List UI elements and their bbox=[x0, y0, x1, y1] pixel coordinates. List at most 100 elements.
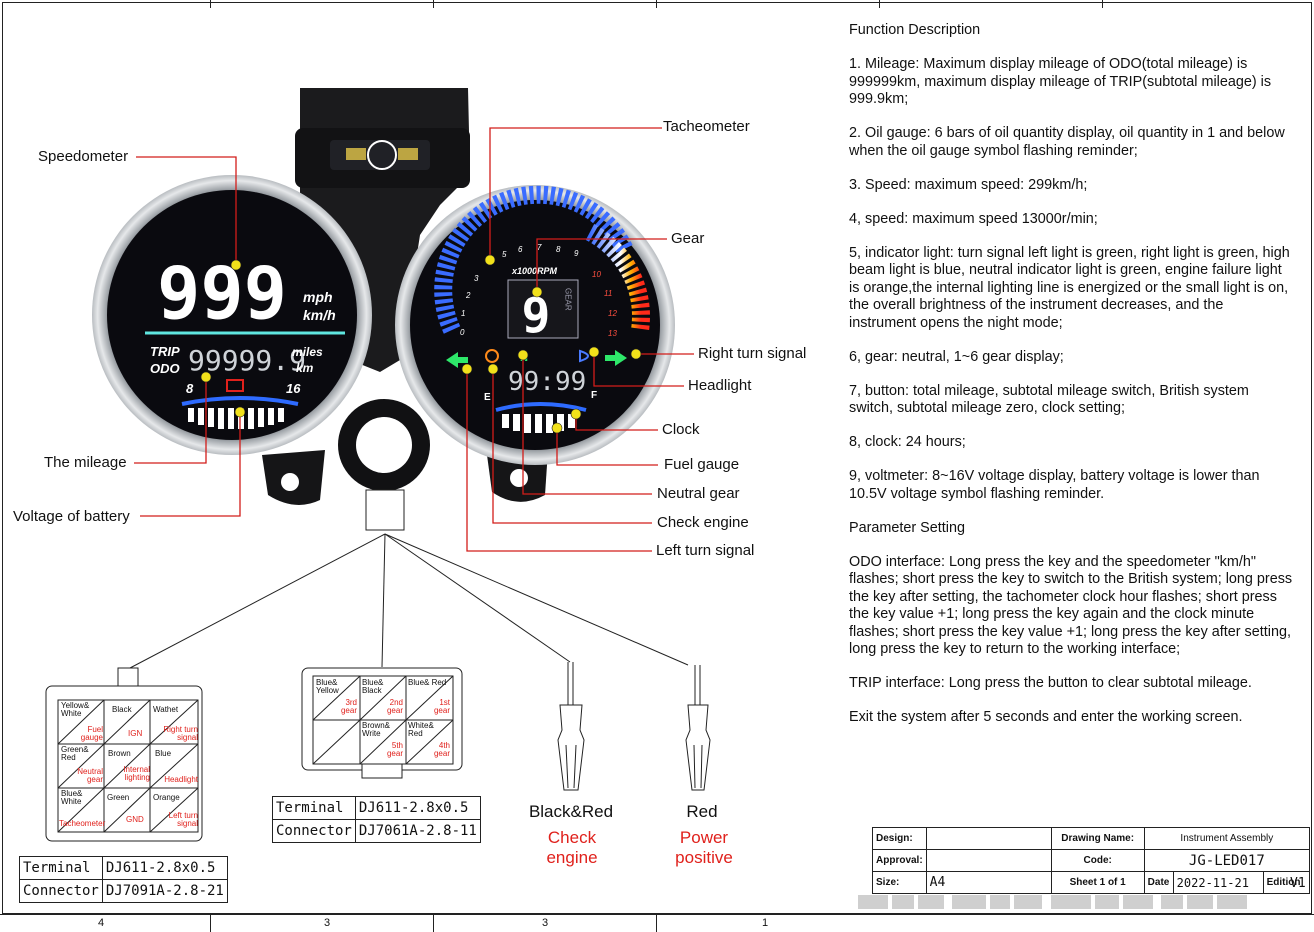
volt-min: 8 bbox=[186, 381, 194, 396]
pin-function: Tacheometer bbox=[59, 819, 106, 828]
svg-text:13: 13 bbox=[608, 329, 617, 338]
svg-text:1: 1 bbox=[461, 309, 465, 318]
ruler-number: 4 bbox=[98, 917, 105, 929]
desc-item: 7, button: total mileage, subtotal milea… bbox=[849, 382, 1249, 417]
label-speedometer: Speedometer bbox=[38, 148, 129, 165]
right-turn-icon bbox=[615, 350, 627, 366]
bottom-ruler bbox=[0, 914, 1314, 932]
desc-item: 3. Speed: maximum speed: 299km/h; bbox=[849, 176, 1088, 193]
param-item: TRIP interface: Long press the button to… bbox=[849, 675, 1252, 691]
ruler-tick bbox=[433, 0, 434, 8]
svg-text:6: 6 bbox=[518, 245, 523, 254]
callout-dots bbox=[200, 254, 642, 434]
harness-wires bbox=[129, 533, 689, 669]
label-left-turn: Left turn signal bbox=[656, 542, 755, 559]
ruler-tick bbox=[656, 0, 657, 8]
high-beam-icon bbox=[579, 349, 589, 363]
pin-label: Blue bbox=[155, 749, 172, 758]
pin-label: Black bbox=[112, 705, 132, 714]
param-item: ODO interface: Long press the key and th… bbox=[849, 553, 1293, 658]
svg-text:2: 2 bbox=[465, 291, 471, 300]
pin-function: 3rd gear bbox=[340, 698, 357, 715]
harness-box bbox=[365, 489, 405, 531]
svg-text:5: 5 bbox=[502, 250, 507, 259]
pin-function: 2nd gear bbox=[386, 698, 403, 715]
odo-label: ODO bbox=[150, 361, 180, 376]
pin-function: Headlight bbox=[164, 775, 198, 784]
rpm-label: x1000RPM bbox=[511, 266, 558, 276]
volt-max: 16 bbox=[286, 381, 301, 396]
param-heading: Parameter Setting bbox=[849, 519, 965, 536]
pin-label: Green bbox=[107, 793, 130, 802]
mileage-digits: 99999.9 bbox=[188, 344, 306, 377]
pin-label: Blue& White bbox=[61, 789, 83, 806]
svg-text:9: 9 bbox=[574, 249, 579, 258]
fuel-empty: E bbox=[484, 392, 491, 403]
unit-miles: miles bbox=[292, 345, 323, 359]
rpm-arc-blue bbox=[434, 185, 634, 334]
desc-item: 2. Oil gauge: 6 bars of oil quantity dis… bbox=[849, 125, 1285, 159]
plug-red bbox=[685, 665, 711, 791]
logo-icon bbox=[367, 140, 397, 170]
label-headlight: Headlight bbox=[688, 377, 752, 394]
svg-text:0: 0 bbox=[460, 328, 465, 337]
pin-function: GND bbox=[126, 815, 144, 824]
svg-text:7: 7 bbox=[537, 243, 542, 252]
pin-function: Fuel gauge bbox=[80, 725, 103, 742]
fuel-arc bbox=[495, 402, 587, 412]
fuel-full: F bbox=[591, 390, 597, 401]
svg-text:3: 3 bbox=[474, 274, 479, 283]
unit-km: km bbox=[296, 361, 314, 375]
pin-label: Brown bbox=[108, 749, 131, 758]
pin-function: Internal lighting bbox=[123, 765, 150, 782]
blurred-strip bbox=[858, 895, 1314, 915]
label-right-turn: Right turn signal bbox=[698, 345, 807, 362]
pin-label: Blue& Black bbox=[362, 678, 384, 695]
label-voltage: Voltage of battery bbox=[13, 508, 130, 525]
ruler-number: 3 bbox=[542, 917, 549, 929]
plug-function-power: Power positive bbox=[675, 828, 733, 867]
desc-item: 1. Mileage: Maximum display mileage of O… bbox=[849, 56, 1272, 107]
pin-function: Neutral gear bbox=[77, 767, 103, 784]
pin-label: Orange bbox=[153, 793, 180, 802]
battery-icon bbox=[226, 379, 244, 392]
pin-label: Yellow& White bbox=[61, 701, 90, 718]
gear-word: GEAR bbox=[564, 288, 573, 311]
unit-mph: mph bbox=[303, 289, 333, 305]
title-block: Design: Drawing Name: Instrument Assembl… bbox=[872, 827, 1311, 894]
rpm-scale: 0 1 2 3 4 5 6 7 8 9 10 11 12 13 bbox=[460, 243, 617, 338]
label-neutral: Neutral gear bbox=[657, 485, 740, 502]
label-gear: Gear bbox=[671, 230, 705, 247]
check-engine-icon bbox=[485, 349, 499, 363]
ruler-tick bbox=[1102, 0, 1103, 8]
pin-label: Blue& Yellow bbox=[316, 678, 339, 695]
gear-window bbox=[507, 279, 579, 339]
ruler-number: 1 bbox=[762, 917, 769, 929]
desc-item: 9, voltmeter: 8~16V voltage display, bat… bbox=[849, 468, 1260, 502]
pin-label: Blue& Red bbox=[408, 678, 447, 687]
ruler-number: 3 bbox=[324, 917, 331, 929]
desc-item: 4, speed: maximum speed 13000r/min; bbox=[849, 210, 1098, 227]
label-tacheometer: Tacheometer bbox=[663, 118, 750, 135]
svg-text:12: 12 bbox=[608, 309, 617, 318]
pin-function: Right turn signal bbox=[163, 725, 198, 742]
pin-function: 4th gear bbox=[433, 741, 450, 758]
desc-item: 6, gear: neutral, 1~6 gear display; bbox=[849, 348, 1064, 365]
ruler-tick bbox=[879, 0, 880, 8]
desc-item: 8, clock: 24 hours; bbox=[849, 434, 966, 450]
label-mileage: The mileage bbox=[44, 454, 127, 471]
pin-function: 1st gear bbox=[433, 698, 450, 715]
pin-label: Brown& Write bbox=[362, 721, 391, 738]
volt-arc bbox=[181, 396, 299, 406]
svg-text:11: 11 bbox=[604, 289, 612, 298]
edition-value: V1 bbox=[1290, 876, 1306, 891]
label-clock: Clock bbox=[662, 421, 700, 438]
instrument-diagram: 999 mph km/h TRIP ODO 99999.9 miles km 8… bbox=[45, 88, 711, 842]
voltage-bars bbox=[188, 408, 284, 429]
trip-label: TRIP bbox=[150, 344, 180, 359]
pin-function: IGN bbox=[128, 729, 143, 738]
pin-function: Left turn signal bbox=[168, 811, 198, 828]
pin-label: Wathet bbox=[153, 705, 179, 714]
